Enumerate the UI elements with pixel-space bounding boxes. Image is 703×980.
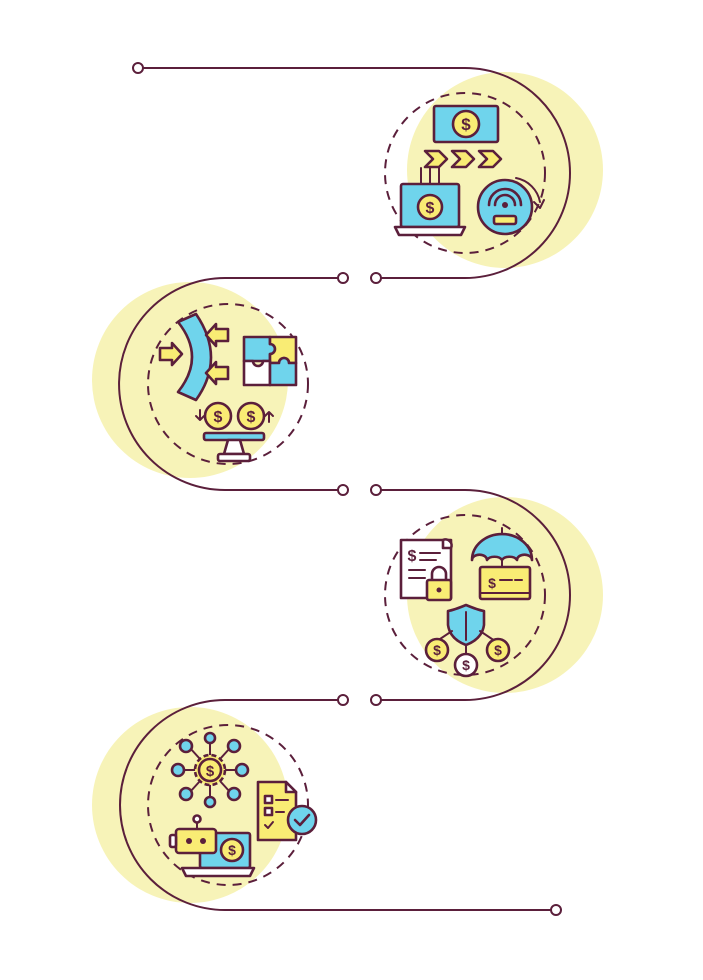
svg-text:$: $ [206, 763, 215, 780]
dollar-gear-network-icon: $ [170, 731, 250, 809]
svg-text:$: $ [488, 575, 496, 591]
svg-text:$: $ [494, 642, 502, 658]
speedometer-icon [476, 177, 545, 236]
step-3-dashed-ring [384, 514, 546, 676]
umbrella-card-icon: $ [470, 527, 534, 601]
connector-dot-1b [370, 272, 382, 284]
shield-dollar-network-icon: $ $ $ [424, 603, 511, 678]
step-2-dashed-ring [147, 303, 309, 465]
step-1-blob [407, 72, 603, 268]
timeline-end-dot [550, 904, 562, 916]
svg-text:$: $ [214, 409, 223, 426]
svg-text:$: $ [462, 657, 470, 673]
balance-scale-dollar-icon: $ $ [195, 401, 274, 463]
svg-text:$: $ [228, 842, 236, 858]
svg-text:$: $ [461, 115, 471, 134]
svg-text:$: $ [433, 642, 441, 658]
step-1-icon-group: $ $ [393, 104, 545, 237]
svg-text:$: $ [247, 409, 256, 426]
step-4-icon-group: $ $ [168, 731, 318, 878]
robot-laptop-dollar-icon: $ [168, 814, 256, 878]
step-1-dashed-ring [384, 92, 546, 254]
connector-dot-2a [337, 484, 349, 496]
chevron-arrows-icon [423, 149, 503, 169]
secured-document-icon: $ [399, 538, 453, 602]
svg-text:$: $ [426, 200, 435, 217]
connector-dot-1a [337, 272, 349, 284]
timeline-start-dot [132, 62, 144, 74]
laptop-dollar-icon: $ [393, 167, 467, 237]
connector-dot-3b [370, 694, 382, 706]
puzzle-icon [242, 335, 298, 387]
step-4-dashed-ring [147, 724, 309, 886]
checklist-approved-icon [256, 780, 318, 842]
svg-text:$: $ [408, 548, 417, 565]
curved-barrier-icon [158, 312, 230, 402]
connector-dot-3a [337, 694, 349, 706]
connector-dot-2b [370, 484, 382, 496]
step-2-icon-group: $ $ [158, 312, 298, 463]
banknote-dollar-icon: $ [432, 104, 500, 144]
timeline-path [118, 67, 571, 911]
step-3-icon-group: $ $ $ $ [399, 527, 534, 678]
